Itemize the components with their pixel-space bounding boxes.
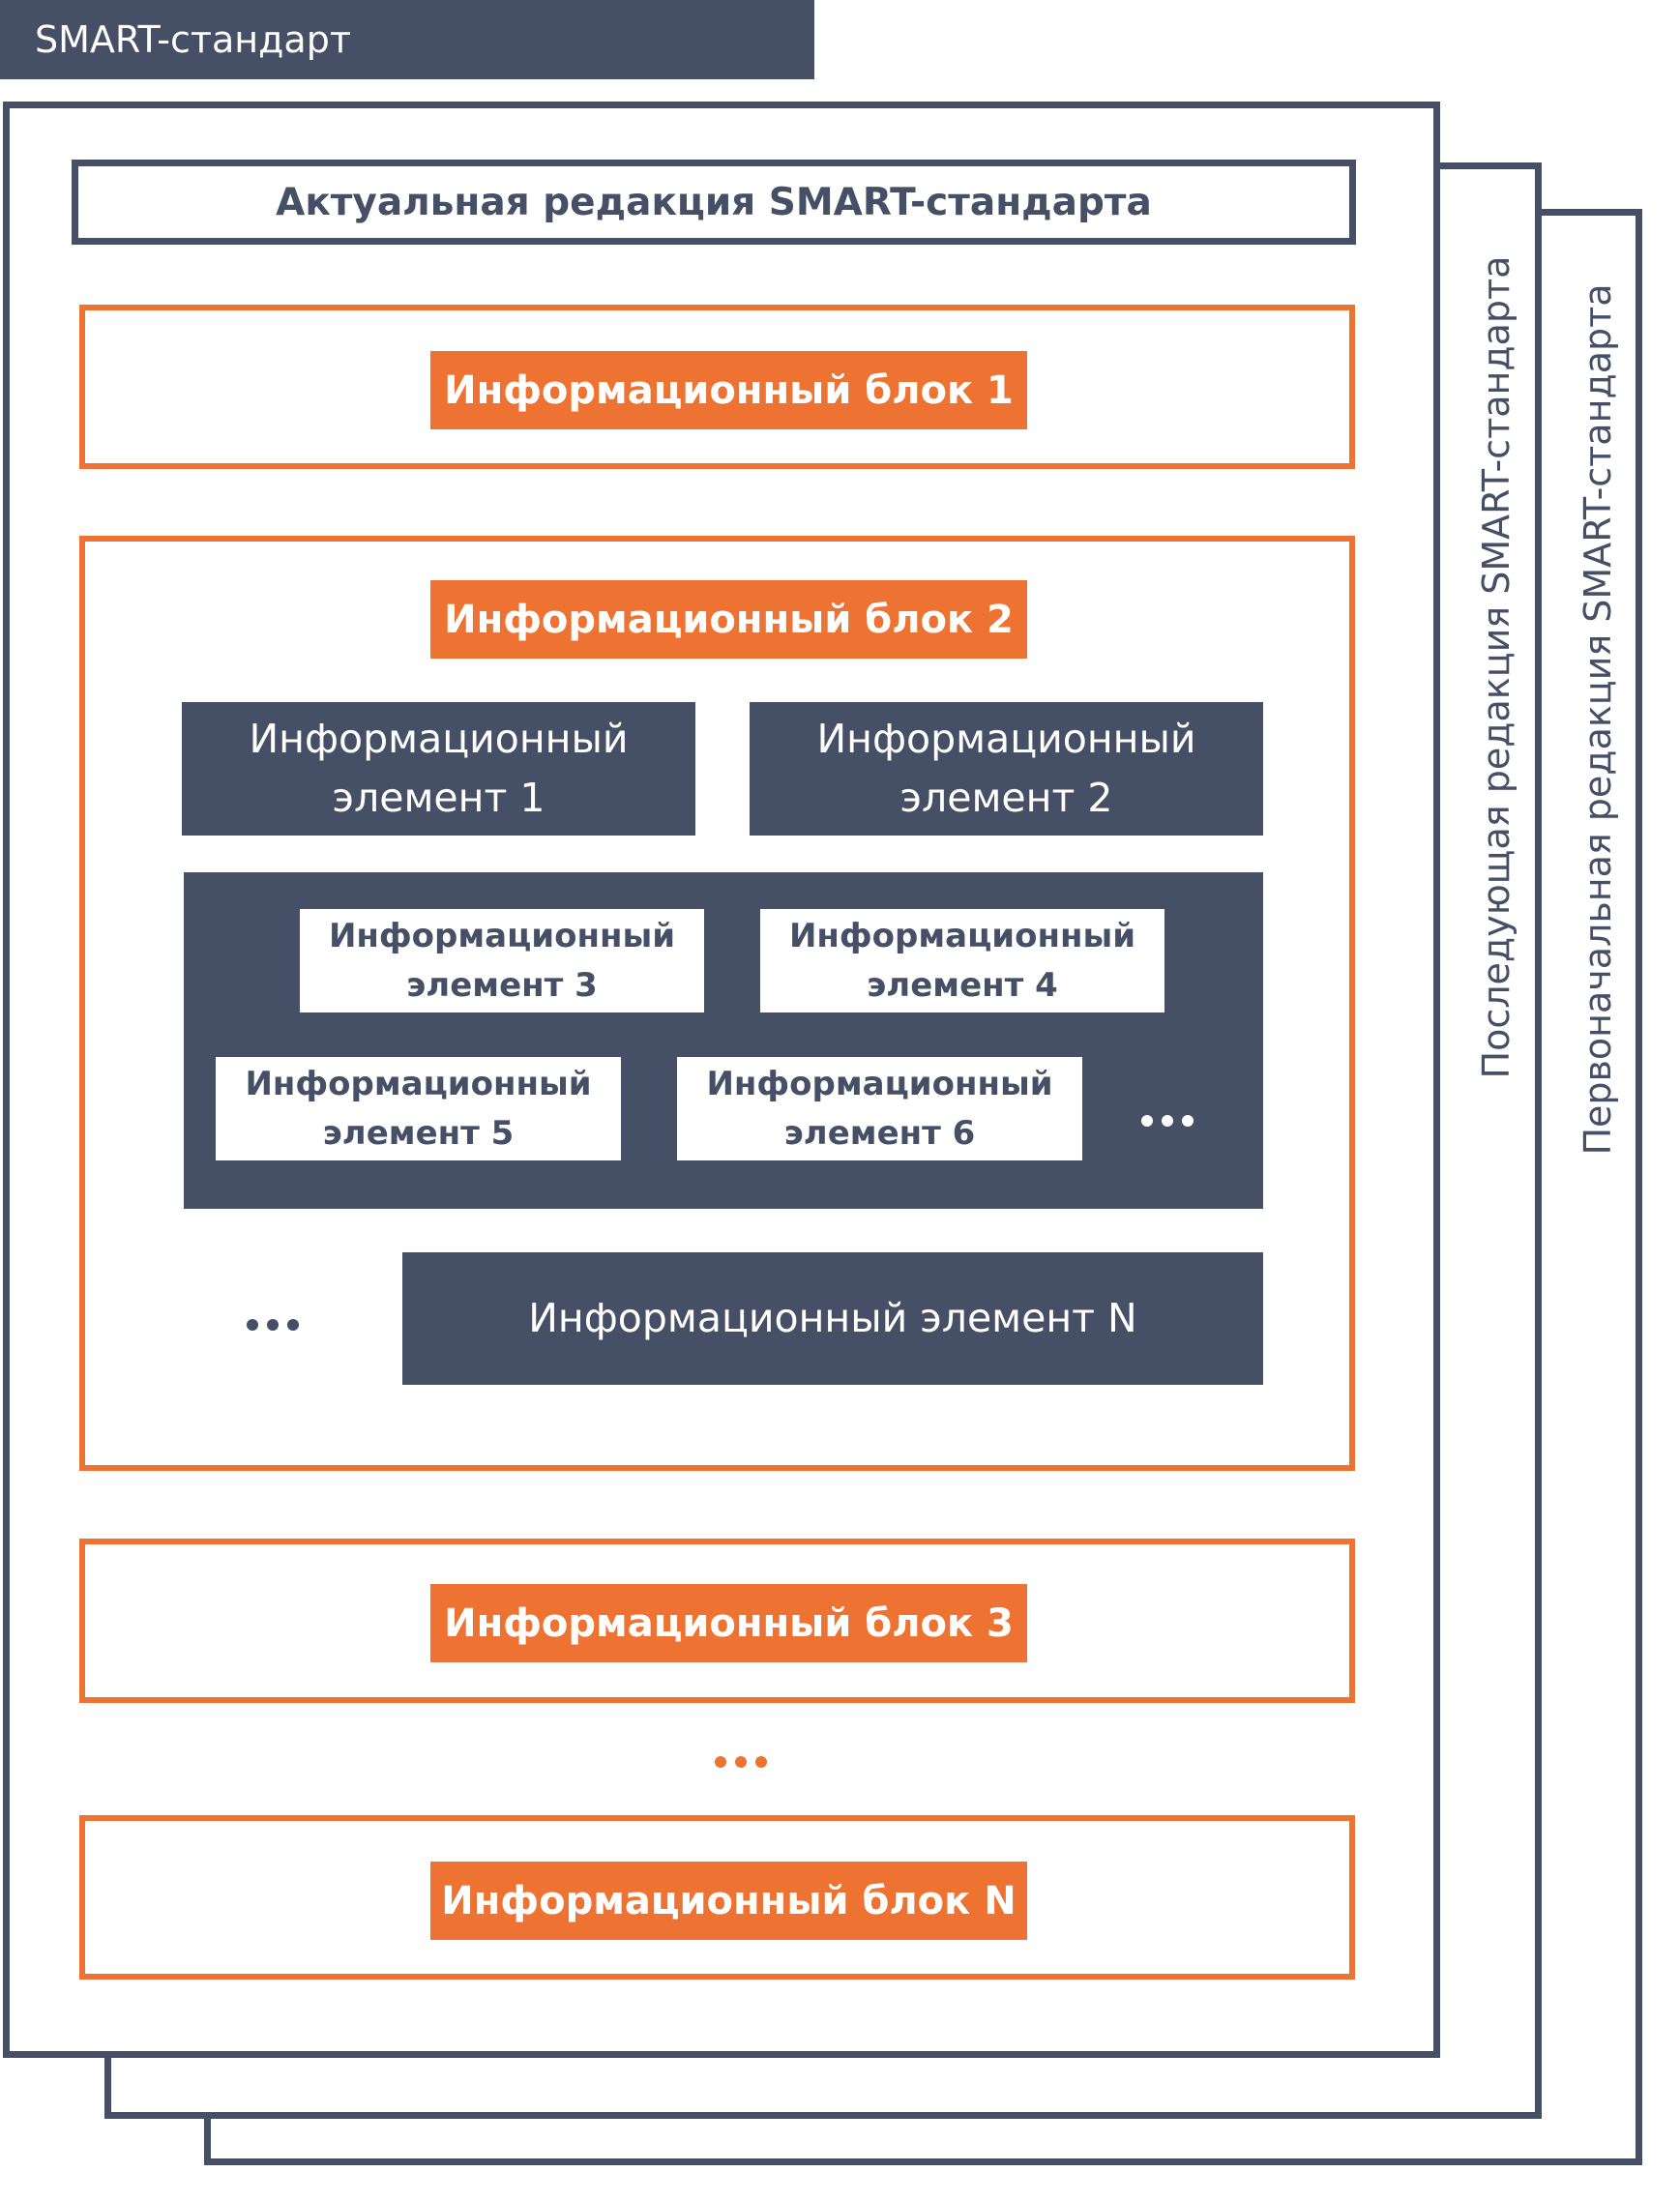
info-element-4-line1: Информационный (788, 916, 1136, 955)
info-block-3-label: Информационный блок 3 (444, 1600, 1014, 1646)
current-revision-label: Актуальная редакция SMART-стандарта (276, 180, 1152, 224)
info-element-1-line2: элемент 1 (332, 775, 545, 821)
ellipsis-dot (287, 1319, 299, 1331)
info-element-4: Информационный элемент 4 (760, 909, 1164, 1012)
elements-ellipsis (247, 1319, 299, 1331)
diagram-title-tab: SMART-стандарт (0, 0, 814, 79)
info-element-4-line2: элемент 4 (867, 965, 1058, 1005)
info-block-1-label: Информационный блок 1 (444, 367, 1014, 413)
info-block-2-badge: Информационный блок 2 (430, 580, 1027, 659)
initial-revision-label: Первоначальная редакция SMART-стандарта (1577, 283, 1619, 1156)
ellipsis-dot (1162, 1115, 1173, 1127)
info-block-2-label: Информационный блок 2 (444, 597, 1014, 642)
ellipsis-dot (755, 1756, 767, 1768)
next-revision-label: Последующая редакция SMART-стандарта (1475, 255, 1518, 1079)
blocks-ellipsis (715, 1756, 767, 1768)
ellipsis-dot (735, 1756, 747, 1768)
info-block-3-badge: Информационный блок 3 (430, 1584, 1027, 1662)
info-element-3: Информационный элемент 3 (300, 909, 704, 1012)
info-element-6-line1: Информационный (706, 1064, 1053, 1103)
diagram-title: SMART-стандарт (35, 18, 351, 61)
info-element-3-line1: Информационный (328, 916, 676, 955)
info-block-1-badge: Информационный блок 1 (430, 351, 1027, 429)
ellipsis-dot (1182, 1115, 1194, 1127)
nested-ellipsis (1141, 1115, 1194, 1127)
info-element-5: Информационный элемент 5 (216, 1057, 621, 1160)
info-element-n: Информационный элемент N (402, 1252, 1263, 1385)
ellipsis-dot (267, 1319, 279, 1331)
ellipsis-dot (715, 1756, 726, 1768)
info-element-2: Информационный элемент 2 (750, 702, 1263, 836)
info-element-1-line1: Информационный (249, 716, 629, 762)
info-block-n-badge: Информационный блок N (430, 1862, 1027, 1940)
ellipsis-dot (1141, 1115, 1153, 1127)
info-element-2-line1: Информационный (816, 716, 1196, 762)
info-element-6: Информационный элемент 6 (677, 1057, 1082, 1160)
info-element-n-label: Информационный элемент N (528, 1295, 1137, 1341)
info-element-6-line2: элемент 6 (783, 1113, 976, 1153)
ellipsis-dot (247, 1319, 258, 1331)
current-revision-header: Актуальная редакция SMART-стандарта (72, 160, 1356, 245)
info-element-5-line2: элемент 5 (322, 1113, 515, 1153)
info-block-n-label: Информационный блок N (441, 1878, 1017, 1923)
info-element-3-line2: элемент 3 (406, 965, 598, 1005)
info-element-2-line2: элемент 2 (899, 775, 1113, 821)
info-element-1: Информационный элемент 1 (182, 702, 695, 836)
info-element-5-line1: Информационный (245, 1064, 592, 1103)
